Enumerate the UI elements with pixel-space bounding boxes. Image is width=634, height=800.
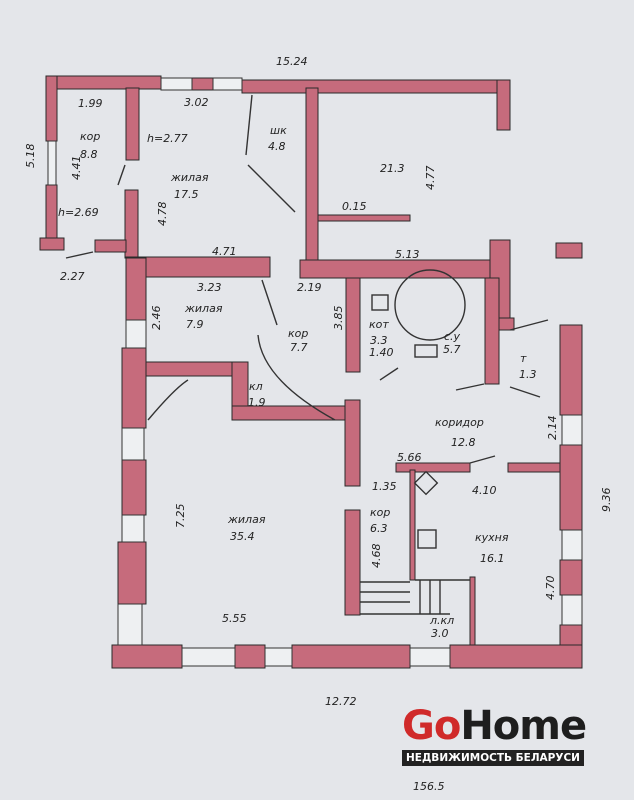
dim: 2.27 xyxy=(60,270,85,283)
dim: 4.41 xyxy=(70,156,83,181)
room-name: жилая xyxy=(170,171,209,184)
room-name: кухня xyxy=(475,531,509,544)
windows xyxy=(47,77,583,667)
gohome-logo: GoHome НЕДВИЖИМОСТЬ БЕЛАРУСИ xyxy=(402,703,587,766)
dim: 5.55 xyxy=(222,612,247,625)
dim-bottom-total: 12.72 xyxy=(325,695,357,708)
room-area: 3.3 xyxy=(370,334,388,347)
dim-left-total: 5.18 xyxy=(24,144,37,169)
dim: 4.71 xyxy=(212,245,237,258)
dim: 4.68 xyxy=(370,544,383,569)
room-area: 17.5 xyxy=(174,188,199,201)
logo-home: Home xyxy=(460,703,587,749)
room-area: 12.8 xyxy=(451,436,476,449)
room-area: 3.0 xyxy=(431,627,449,640)
room-name: жилая xyxy=(227,513,266,526)
stairs xyxy=(360,579,470,615)
room-name: кор xyxy=(80,130,100,143)
room-area: 8.8 xyxy=(80,148,98,161)
dim: 2.46 xyxy=(150,306,163,331)
room-name: кор xyxy=(370,506,390,519)
dim: 7.25 xyxy=(174,504,187,529)
dimension-labels: 15.24 5.18 9.36 12.72 1.99 3.02 4.41 4.7… xyxy=(24,55,613,708)
room-name: коридор xyxy=(435,416,484,429)
logo-go: Go xyxy=(402,703,461,749)
dim: 1.35 xyxy=(372,480,397,493)
dim-right-total: 9.36 xyxy=(600,488,613,513)
room-area: 35.4 xyxy=(230,530,255,543)
dim: 1.40 xyxy=(369,346,394,359)
dim: 3.02 xyxy=(184,96,209,109)
dim: 1.99 xyxy=(78,97,103,110)
dim: 2.19 xyxy=(297,281,322,294)
dim: 3.85 xyxy=(332,306,345,331)
dim: 5.66 xyxy=(397,451,422,464)
logo-tagline: НЕДВИЖИМОСТЬ БЕЛАРУСИ xyxy=(402,750,584,766)
room-name: жилая xyxy=(184,302,223,315)
room-area: 1.9 xyxy=(248,396,266,409)
ceiling-height: h=2.77 xyxy=(147,132,188,145)
room-area: 7.7 xyxy=(290,341,308,354)
room-area: 7.9 xyxy=(186,318,204,331)
room-name: кот xyxy=(369,318,389,331)
room-area: 1.3 xyxy=(519,368,537,381)
dim: 3.23 xyxy=(197,281,222,294)
dim: 4.77 xyxy=(424,166,437,191)
ceiling-height: h=2.69 xyxy=(58,206,99,219)
dim: 5.13 xyxy=(395,248,420,261)
walls xyxy=(39,75,583,669)
dim: 4.78 xyxy=(156,202,169,227)
door-lines xyxy=(65,94,549,615)
dim: 4.70 xyxy=(544,576,557,601)
dim-top-total: 15.24 xyxy=(276,55,308,68)
room-name: с.у xyxy=(444,330,461,343)
room-labels: кор 8.8 жилая 17.5 шк 4.8 21.3 жилая 7.9… xyxy=(80,124,537,793)
room-name: т xyxy=(520,352,527,365)
total-area: 156.5 xyxy=(413,780,445,793)
room-name: кор xyxy=(288,327,308,340)
room-name: кл xyxy=(249,380,263,393)
room-area: 5.7 xyxy=(443,343,461,356)
room-area: 21.3 xyxy=(380,162,405,175)
dim: 4.10 xyxy=(472,484,497,497)
room-name: шк xyxy=(270,124,287,137)
room-area: 16.1 xyxy=(480,552,505,565)
dim: 0.15 xyxy=(342,200,367,213)
room-area: 4.8 xyxy=(268,140,286,153)
dim: 2.14 xyxy=(546,416,559,441)
room-name: л.кл xyxy=(429,614,454,627)
room-area: 6.3 xyxy=(370,522,388,535)
